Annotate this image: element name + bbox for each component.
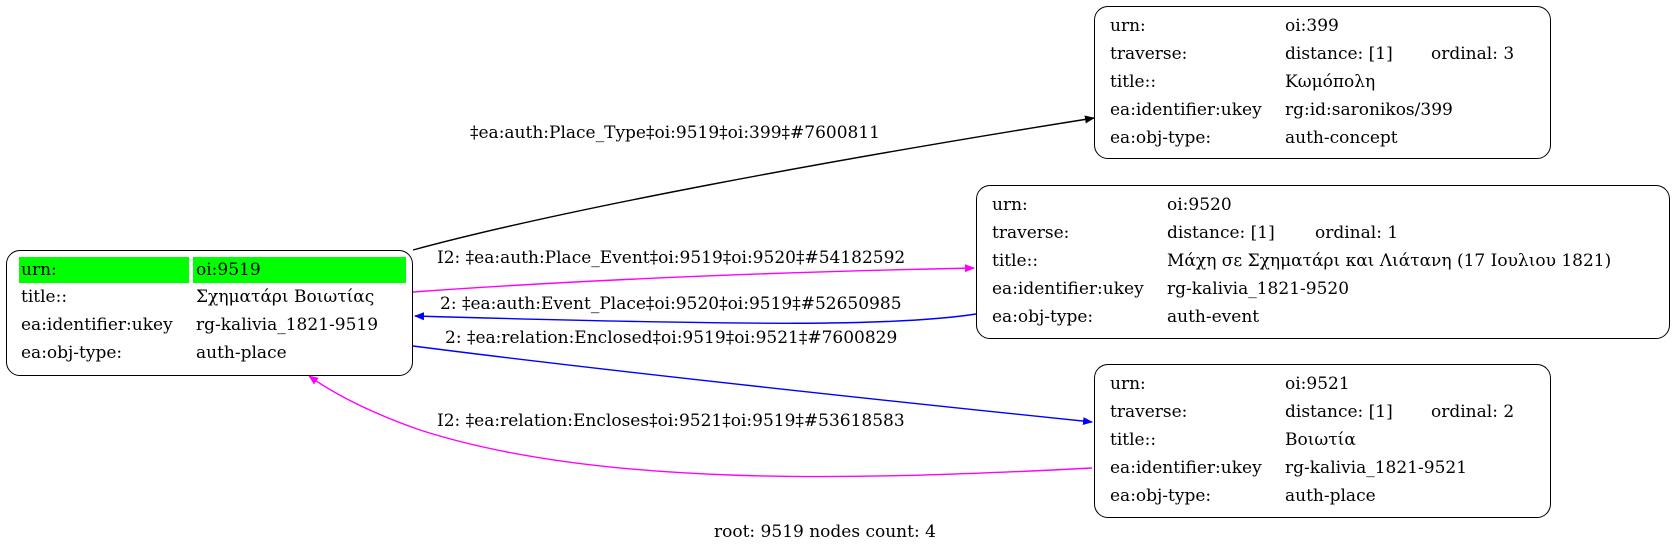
row-value: auth-place bbox=[196, 343, 287, 363]
edge-label-event-place: 2: ‡ea:auth:Event_Place‡oi:9520‡oi:9519‡… bbox=[440, 294, 902, 314]
edge-label-place-event: I2: ‡ea:auth:Place_Event‡oi:9519‡oi:9520… bbox=[437, 248, 906, 268]
row-key: traverse: bbox=[1110, 44, 1188, 64]
edge-place-event[interactable] bbox=[412, 264, 975, 293]
row-key: title:: bbox=[21, 287, 68, 307]
row-key: ea:identifier:ukey bbox=[1110, 458, 1262, 478]
row-value: distance: [1] bbox=[1167, 223, 1275, 243]
row-value: oi:399 bbox=[1285, 16, 1339, 36]
node-row: ea:obj-type: auth-concept bbox=[1095, 125, 1550, 151]
edge-place-type[interactable] bbox=[412, 115, 1095, 251]
node-row: urn: oi:9521 bbox=[1095, 371, 1550, 397]
row-extra: ordinal: 3 bbox=[1431, 44, 1515, 64]
row-value: distance: [1] bbox=[1285, 402, 1393, 422]
row-value: Βοιωτία bbox=[1285, 430, 1356, 450]
row-value: oi:9519 bbox=[196, 260, 261, 280]
node-row: title:: Σχηματάρι Βοιωτίας bbox=[7, 284, 412, 310]
node-row: traverse: distance: [1] ordinal: 1 bbox=[977, 220, 1669, 246]
node-399[interactable]: urn: oi:399 traverse: distance: [1] ordi… bbox=[1094, 6, 1551, 159]
edge-label-enclosed: 2: ‡ea:relation:Enclosed‡oi:9519‡oi:9521… bbox=[445, 328, 898, 348]
row-key: ea:obj-type: bbox=[21, 343, 123, 363]
row-key: ea:identifier:ukey bbox=[992, 279, 1144, 299]
edge-event-place[interactable] bbox=[414, 312, 977, 324]
row-key: ea:obj-type: bbox=[992, 307, 1094, 327]
highlight-value-cell bbox=[193, 257, 406, 283]
row-key: urn: bbox=[21, 260, 57, 280]
node-root-9519[interactable]: urn: oi:9519 title:: Σχηματάρι Βοιωτίας … bbox=[6, 250, 413, 376]
node-row: traverse: distance: [1] ordinal: 2 bbox=[1095, 399, 1550, 425]
row-value: Μάχη σε Σχηματάρι και Λιάτανη (17 Ιουλιο… bbox=[1167, 251, 1612, 271]
edge-encloses[interactable] bbox=[308, 375, 1093, 478]
row-key: urn: bbox=[992, 195, 1028, 215]
node-row: title:: Κωμόπολη bbox=[1095, 69, 1550, 95]
node-row: ea:obj-type: auth-event bbox=[977, 304, 1669, 330]
row-key: traverse: bbox=[1110, 402, 1188, 422]
row-value: rg-kalivia_1821-9520 bbox=[1167, 279, 1350, 299]
row-key: ea:identifier:ukey bbox=[21, 315, 173, 335]
node-9521[interactable]: urn: oi:9521 traverse: distance: [1] ord… bbox=[1094, 364, 1551, 518]
node-row: ea:identifier:ukey rg-kalivia_1821-9521 bbox=[1095, 455, 1550, 481]
row-key: urn: bbox=[1110, 374, 1146, 394]
row-value: oi:9520 bbox=[1167, 195, 1232, 215]
row-value: rg-kalivia_1821-9519 bbox=[196, 315, 379, 335]
row-value: auth-concept bbox=[1285, 128, 1398, 148]
row-value: rg-kalivia_1821-9521 bbox=[1285, 458, 1468, 478]
row-value: Σχηματάρι Βοιωτίας bbox=[196, 287, 375, 307]
node-9520[interactable]: urn: oi:9520 traverse: distance: [1] ord… bbox=[976, 185, 1670, 339]
row-extra: ordinal: 1 bbox=[1315, 223, 1399, 243]
node-row: ea:obj-type: auth-place bbox=[1095, 483, 1550, 509]
graph-footer: root: 9519 nodes count: 4 bbox=[714, 522, 936, 542]
node-row: ea:identifier:ukey rg:id:saronikos/399 bbox=[1095, 97, 1550, 123]
node-row: traverse: distance: [1] ordinal: 3 bbox=[1095, 41, 1550, 67]
row-key: ea:identifier:ukey bbox=[1110, 100, 1262, 120]
row-key: title:: bbox=[992, 251, 1039, 271]
row-value: distance: [1] bbox=[1285, 44, 1393, 64]
row-key: title:: bbox=[1110, 430, 1157, 450]
node-row: title:: Βοιωτία bbox=[1095, 427, 1550, 453]
node-row: ea:identifier:ukey rg-kalivia_1821-9519 bbox=[7, 312, 412, 338]
row-key: ea:obj-type: bbox=[1110, 128, 1212, 148]
row-key: ea:obj-type: bbox=[1110, 486, 1212, 506]
edge-label-encloses: I2: ‡ea:relation:Encloses‡oi:9521‡oi:951… bbox=[437, 411, 905, 431]
row-key: traverse: bbox=[992, 223, 1070, 243]
row-key: urn: bbox=[1110, 16, 1146, 36]
node-row: urn: oi:9520 bbox=[977, 192, 1669, 218]
row-value: auth-event bbox=[1167, 307, 1260, 327]
highlight-key-cell bbox=[19, 257, 189, 283]
node-row: urn: oi:399 bbox=[1095, 13, 1550, 39]
node-row: urn: oi:9519 bbox=[7, 257, 412, 283]
node-row: ea:obj-type: auth-place bbox=[7, 340, 412, 366]
node-row: ea:identifier:ukey rg-kalivia_1821-9520 bbox=[977, 276, 1669, 302]
row-value: oi:9521 bbox=[1285, 374, 1350, 394]
edge-label-place-type: ‡ea:auth:Place_Type‡oi:9519‡oi:399‡#7600… bbox=[470, 123, 880, 143]
row-value: auth-place bbox=[1285, 486, 1376, 506]
row-value: Κωμόπολη bbox=[1285, 72, 1376, 92]
row-extra: ordinal: 2 bbox=[1431, 402, 1515, 422]
row-key: title:: bbox=[1110, 72, 1157, 92]
node-row: title:: Μάχη σε Σχηματάρι και Λιάτανη (1… bbox=[977, 248, 1669, 274]
edge-enclosed[interactable] bbox=[412, 345, 1093, 426]
row-value: rg:id:saronikos/399 bbox=[1285, 100, 1453, 120]
